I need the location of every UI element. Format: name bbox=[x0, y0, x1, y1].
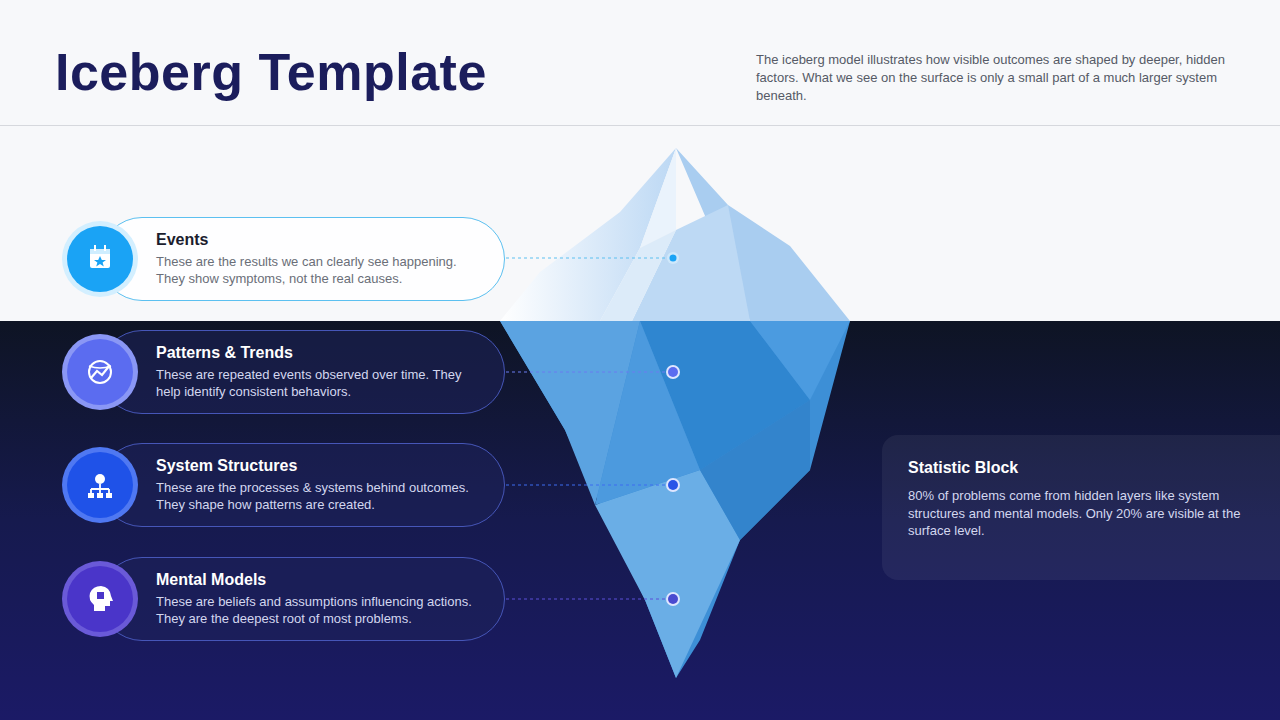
statistic-block: Statistic Block 80% of problems come from… bbox=[882, 435, 1280, 580]
node-heading: Patterns & Trends bbox=[156, 344, 488, 362]
layer-card: EventsThese are the results we can clear… bbox=[100, 217, 505, 301]
title: Iceberg Template bbox=[55, 42, 487, 102]
events-icon bbox=[62, 221, 138, 297]
sky bbox=[0, 0, 1280, 321]
caption: The iceberg model illustrates how visibl… bbox=[756, 51, 1228, 105]
marker-dots bbox=[666, 252, 680, 606]
layer-card: Mental ModelsThese are beliefs and assum… bbox=[100, 557, 505, 641]
node-heading: Mental Models bbox=[156, 571, 488, 589]
layer-card: Patterns & TrendsThese are repeated even… bbox=[100, 330, 505, 414]
node-body: 80% of problems come from hidden layers … bbox=[908, 487, 1254, 540]
layer-card: System StructuresThese are the processes… bbox=[100, 443, 505, 527]
node-body: These are repeated events observed over … bbox=[156, 366, 488, 400]
node-heading: System Structures bbox=[156, 457, 488, 475]
patterns-icon bbox=[62, 334, 138, 410]
structures-icon bbox=[62, 447, 138, 523]
water bbox=[0, 321, 1280, 720]
node-heading: Events bbox=[156, 231, 488, 249]
node-heading: Statistic Block bbox=[908, 459, 1254, 477]
mental-models-icon bbox=[62, 561, 138, 637]
divider bbox=[0, 125, 1280, 126]
node-body: These are the results we can clearly see… bbox=[156, 253, 488, 287]
iceberg bbox=[500, 148, 850, 678]
leader-lines bbox=[506, 258, 668, 599]
node-body: These are beliefs and assumptions influe… bbox=[156, 593, 488, 627]
node-body: These are the processes & systems behind… bbox=[156, 479, 488, 513]
